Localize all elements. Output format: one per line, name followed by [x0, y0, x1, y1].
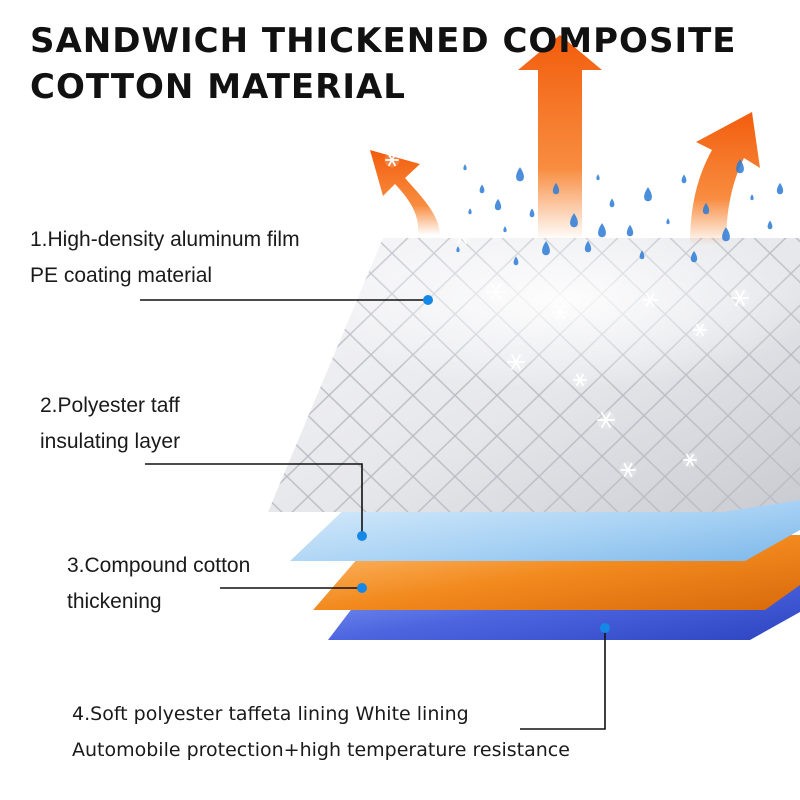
water-drop-icon	[552, 182, 560, 195]
label-layer-1-line-2: PE coating material	[30, 264, 213, 287]
snowflake-icon	[452, 226, 472, 246]
water-drop-icon	[479, 184, 485, 194]
label-layer-2-line-2: insulating layer	[40, 430, 181, 453]
water-drop-icon	[584, 240, 592, 253]
water-drop-icon	[666, 218, 670, 225]
leader-lines	[140, 299, 606, 730]
water-drops	[456, 159, 784, 266]
heat-arrow-icon	[370, 150, 440, 235]
water-drop-icon	[456, 246, 460, 253]
snowflake-icon	[485, 281, 507, 303]
label-layer-4-line-2: Automobile protection+high temperature r…	[72, 739, 570, 761]
water-drop-icon	[750, 194, 754, 201]
label-layer-4-line-1: 4.Soft polyester taffeta lining White li…	[72, 703, 469, 725]
water-drop-icon	[736, 159, 744, 174]
water-drop-icon	[639, 250, 645, 260]
water-drop-icon	[542, 241, 550, 256]
water-drop-icon	[463, 164, 467, 171]
water-drop-icon	[644, 187, 652, 202]
snowflake-icon	[572, 372, 588, 388]
pointer-dot-3	[357, 583, 367, 593]
water-drop-icon	[503, 226, 507, 233]
pointer-dot-2	[357, 531, 367, 541]
title-line-2: COTTON MATERIAL	[30, 67, 406, 107]
water-drop-icon	[468, 208, 472, 215]
water-drop-icon	[570, 213, 578, 228]
label-layer-4: 4.Soft polyester taffeta lining White li…	[72, 696, 570, 768]
label-layer-1: 1.High-density aluminum film PE coating …	[30, 222, 300, 294]
snowflake-icon	[619, 461, 637, 479]
label-layer-3-line-1: 3.Compound cotton	[67, 554, 251, 577]
snowflake-icon	[384, 152, 400, 168]
leader-line-4	[520, 628, 606, 730]
water-drop-icon	[702, 202, 710, 215]
water-drop-icon	[598, 223, 606, 238]
pointer-dot-1	[423, 295, 433, 305]
snowflake-icon	[551, 303, 569, 321]
water-drop-icon	[516, 167, 524, 182]
snowflake-icon	[596, 410, 616, 430]
water-drop-icon	[494, 198, 502, 211]
water-drop-icon	[609, 198, 615, 208]
label-layer-3: 3.Compound cotton thickening	[67, 548, 250, 620]
water-drop-icon	[596, 174, 600, 181]
pointer-dots	[357, 295, 610, 633]
heat-arrow-icon	[690, 112, 760, 245]
heat-arrow-icon	[518, 35, 602, 240]
label-layer-2-line-1: 2.Polyester taff	[40, 394, 180, 417]
water-drop-icon	[722, 227, 730, 242]
label-layer-3-line-2: thickening	[67, 590, 162, 613]
snowflake-icon	[730, 288, 750, 308]
label-layer-2: 2.Polyester taff insulating layer	[40, 388, 180, 460]
pointer-dot-4	[600, 623, 610, 633]
frost-glow	[300, 210, 800, 390]
snowflake-icon	[506, 352, 526, 372]
leader-line-2	[145, 463, 363, 536]
water-drop-icon	[529, 208, 535, 218]
snowflake-icon	[641, 291, 659, 309]
water-drop-icon	[626, 224, 634, 237]
title-line-1: SANDWICH THICKENED COMPOSITE	[30, 21, 737, 61]
snowflake-icon	[414, 167, 436, 189]
page-title: SANDWICH THICKENED COMPOSITE COTTON MATE…	[30, 18, 770, 110]
water-drop-icon	[776, 182, 784, 195]
snowflake-icon	[692, 322, 708, 338]
water-drop-icon	[513, 256, 519, 266]
water-drop-icon	[767, 220, 773, 230]
water-drop-icon	[690, 250, 698, 263]
snowflake-icon	[682, 452, 698, 468]
snowflakes	[384, 120, 750, 479]
water-drop-icon	[681, 174, 687, 184]
snowflake-icon	[422, 120, 438, 136]
label-layer-1-line-1: 1.High-density aluminum film	[30, 228, 300, 251]
